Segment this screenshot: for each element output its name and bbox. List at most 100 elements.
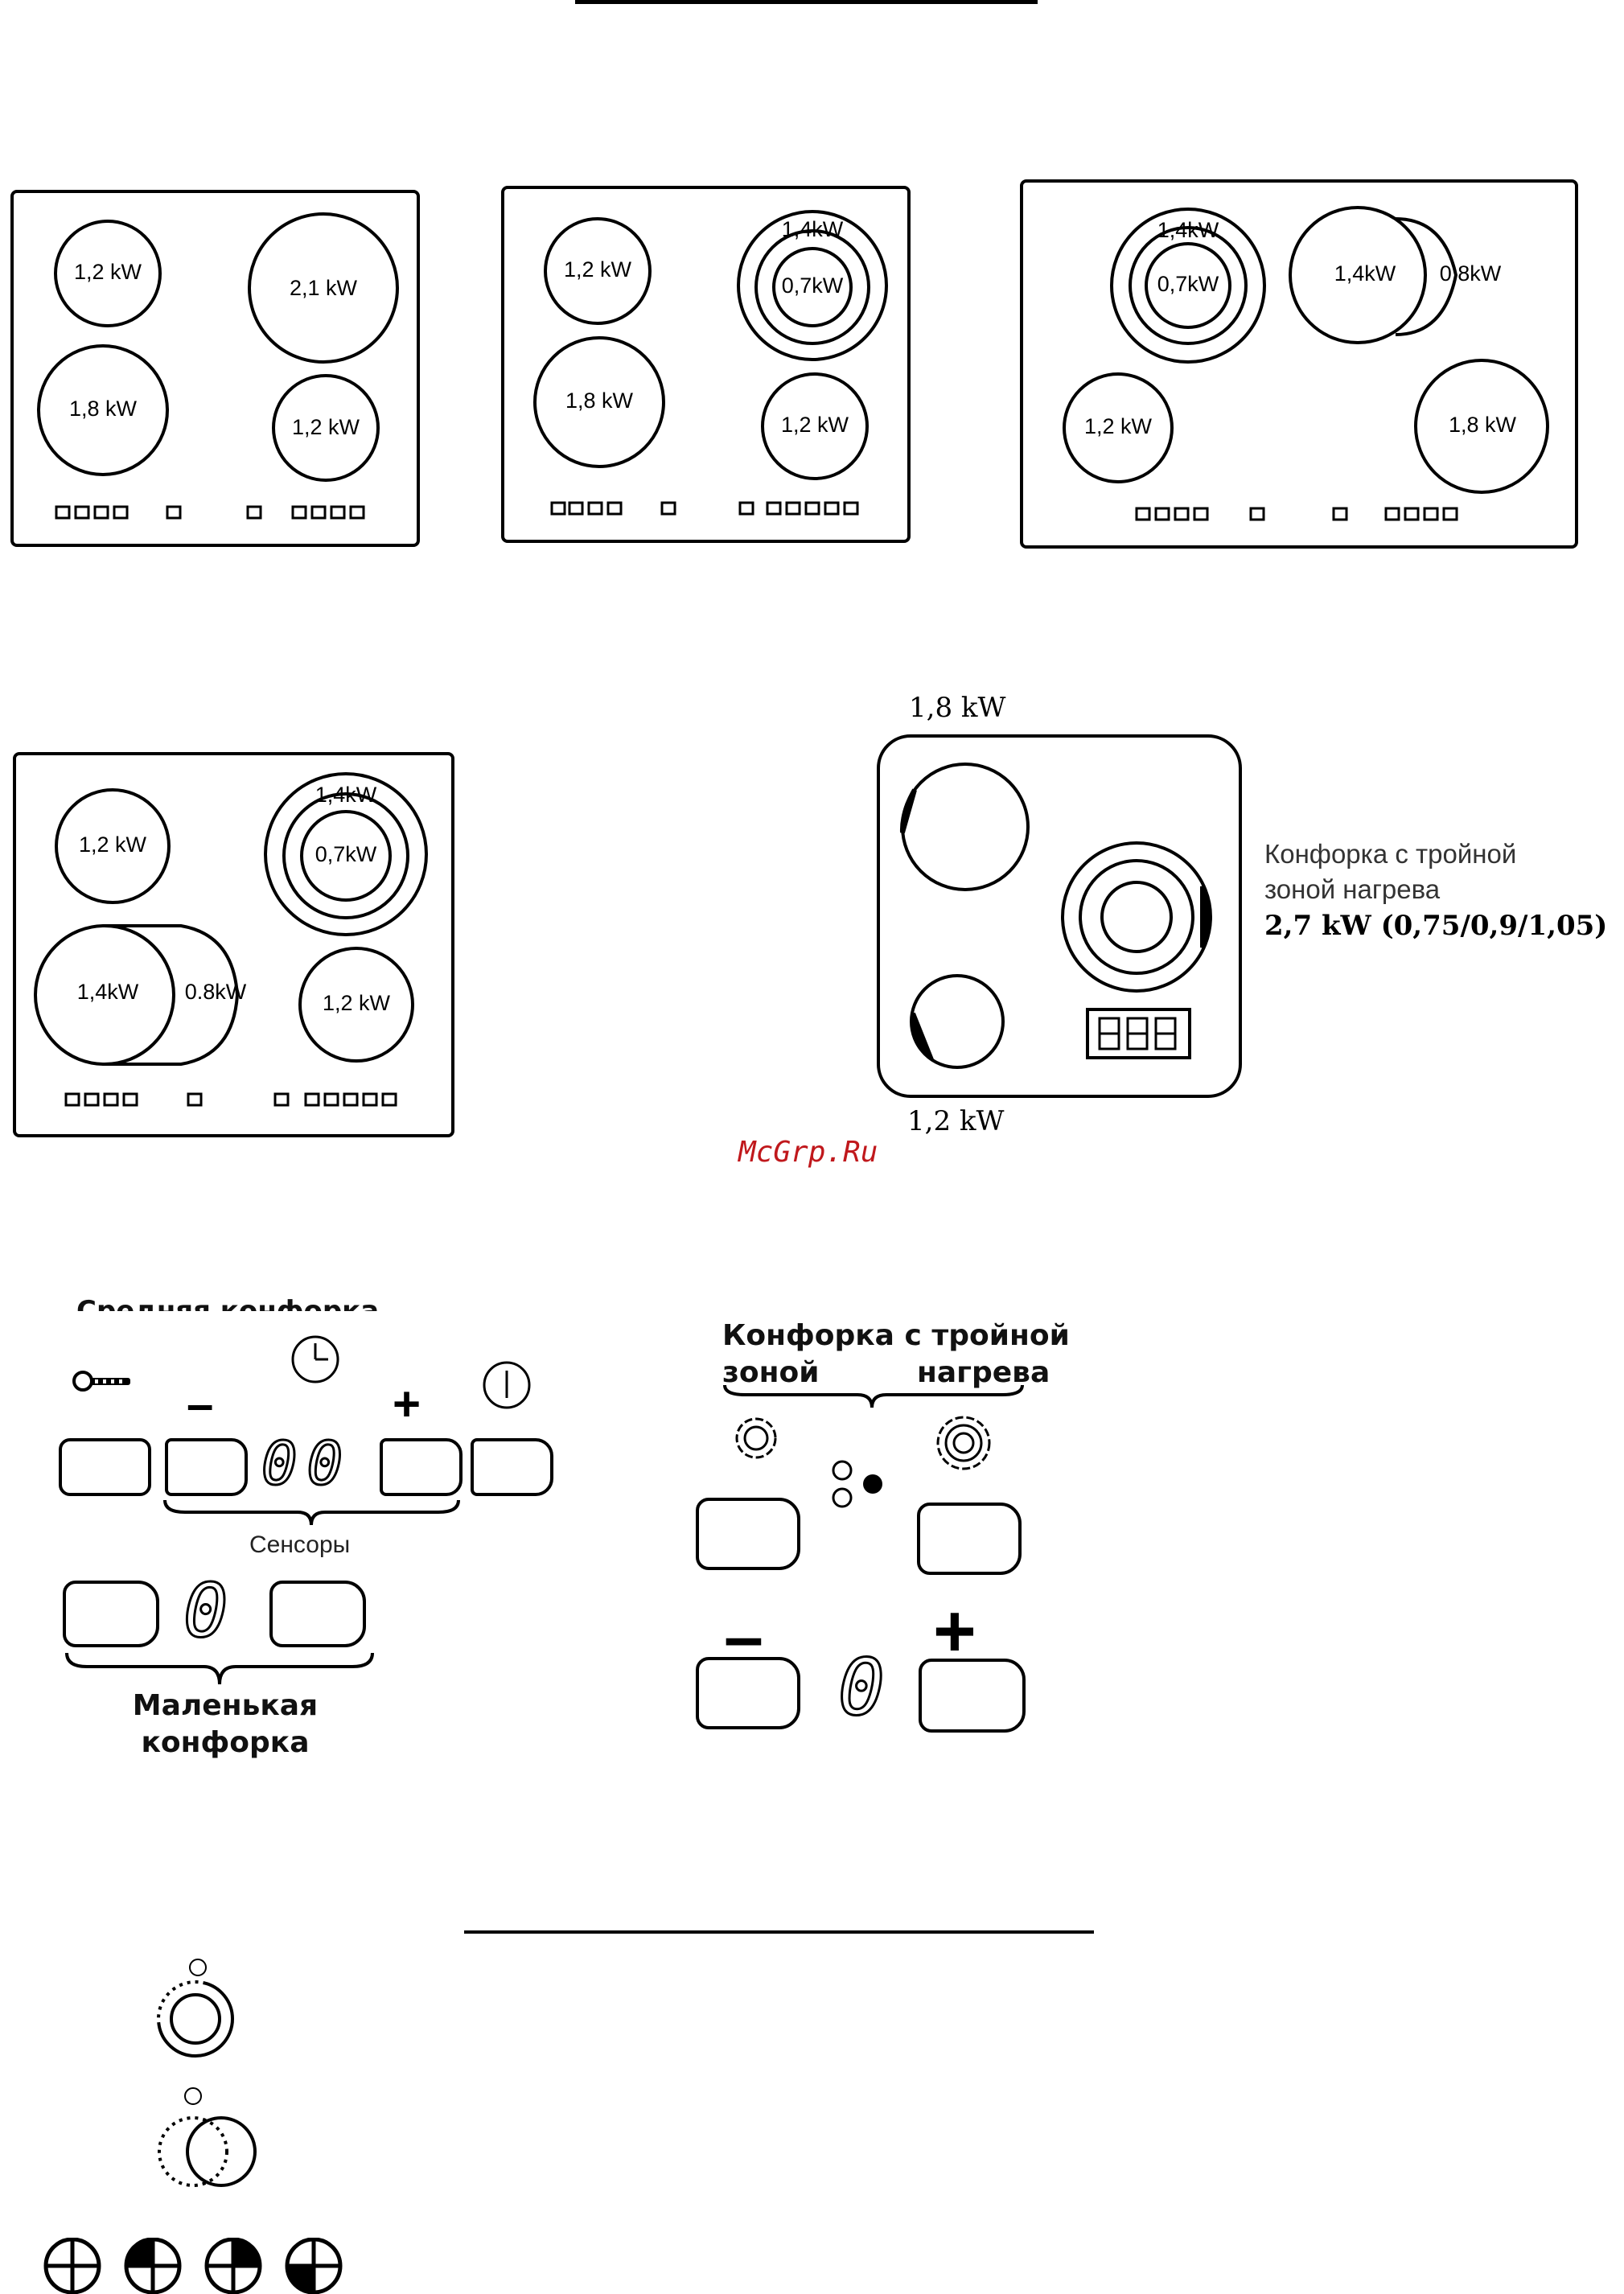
zone-circle [1063, 372, 1174, 483]
plus-button[interactable] [380, 1438, 463, 1496]
small-zone-brace [65, 1652, 374, 1685]
panel-left-minus: – [187, 1377, 214, 1431]
zone-circle [901, 763, 1030, 891]
single-zone-symbol [157, 1959, 234, 2058]
zone-circle [1145, 242, 1231, 329]
hob-diagram-3: 1,4kW 0,7kW 1,4kW 0.8kW 1,2 kW 1,8 kW [1020, 179, 1578, 549]
control-squares [64, 1092, 397, 1107]
zone-circle [1079, 859, 1194, 975]
zone-circle [1129, 226, 1248, 345]
triple-hob-description: Конфорка с тройной зоной нагрева 2,7 kW … [1264, 837, 1607, 944]
zone-circle [544, 217, 652, 325]
zone-select-left-button[interactable] [696, 1498, 800, 1570]
zone-segment [911, 1012, 935, 1061]
control-squares [550, 501, 859, 516]
hob-diagram-2: 1,2 kW 1,4kW 0,7kW 1,8 kW 1,2 kW [501, 186, 911, 543]
timer-clock-icon [291, 1335, 339, 1383]
single-zone-icon [735, 1417, 777, 1459]
triple-hob-top-power: 1,8 kW [909, 692, 1006, 724]
zone-circle [533, 336, 665, 468]
zone-circle [1414, 359, 1549, 494]
zone-label: 1,2 kW [323, 991, 391, 1015]
small-zone-display: 0 [182, 1568, 228, 1654]
quadrant-symbol-2 [124, 2238, 182, 2294]
zone-circle [272, 374, 380, 482]
zone-indicator-icon [832, 1460, 882, 1508]
small-zone-label-line2: конфорка [141, 1726, 310, 1759]
zone-circle [737, 210, 888, 361]
minus-button[interactable] [165, 1438, 248, 1496]
zone-label: 1,4kW [1334, 261, 1396, 286]
sensors-label: Сенсоры [249, 1531, 351, 1558]
panel-left-title: Средняя конфорка [76, 1295, 380, 1311]
zone-circle [754, 229, 870, 345]
key-lock-button[interactable] [59, 1438, 151, 1496]
zone-circle [1110, 208, 1266, 364]
zone-circle [910, 974, 1005, 1069]
zone-circle [264, 772, 428, 936]
triple-zone-display: 0 [837, 1642, 886, 1733]
zone-label: 0,7kW [1157, 272, 1219, 296]
zone-circle [298, 947, 414, 1063]
section-rule [464, 1930, 1094, 1934]
quadrant-symbol-1 [43, 2238, 101, 2294]
triple-zone-plus-button[interactable] [919, 1659, 1026, 1733]
triple-zone-icon [936, 1416, 991, 1470]
zone-extension [105, 924, 240, 1066]
control-squares [1135, 507, 1458, 521]
zone-circle [1061, 841, 1212, 993]
small-zone-plus-button[interactable] [269, 1581, 366, 1647]
watermark: McGrp.Ru [738, 1136, 878, 1169]
zone-label: 1,2 kW [74, 260, 142, 284]
zone-circle [248, 212, 399, 364]
triple-hob-desc-line2: зоной нагрева [1264, 874, 1441, 904]
zone-label: 1,2 kW [1084, 414, 1153, 438]
timer-display: 00 [260, 1429, 353, 1498]
zone-circle [37, 344, 169, 476]
zone-circle [1100, 881, 1173, 953]
hob-diagram-triple [877, 734, 1242, 1098]
zone-extension [1395, 217, 1458, 336]
quadrant-symbol-4 [285, 2238, 343, 2294]
key-lock-icon [72, 1371, 130, 1392]
zone-label: 1,2 kW [79, 832, 147, 857]
quadrant-symbol-3 [204, 2238, 262, 2294]
panel-right-title-line2-right: нагрева [917, 1356, 1050, 1389]
zone-label: 1,4kW [315, 783, 377, 807]
zone-label: 1,2 kW [781, 413, 849, 437]
panel-right-title-line1: Конфорка с тройной [722, 1319, 1070, 1352]
panel-left-plus: + [393, 1377, 421, 1431]
panel-right-brace [723, 1384, 1024, 1408]
zone-segment [1200, 885, 1211, 949]
triple-hob-desc-line1: Конфорка с тройной [1264, 839, 1517, 869]
zone-circle [1289, 206, 1427, 344]
zone-circle [761, 372, 869, 480]
triple-zone-minus-button[interactable] [696, 1657, 800, 1729]
zone-label: 1,2 kW [564, 257, 632, 282]
zone-segment [899, 788, 917, 833]
panel-right-minus: – [724, 1597, 763, 1676]
zone-circle [55, 788, 171, 904]
zone-circle [54, 220, 162, 327]
zone-label: 1,8 kW [565, 388, 634, 413]
zone-circle [772, 247, 853, 327]
control-squares [55, 505, 365, 520]
zone-circle [282, 792, 409, 919]
panel-right-title-line2-left: зоной [722, 1356, 820, 1389]
zone-select-right-button[interactable] [917, 1503, 1022, 1575]
zone-label: 1,4kW [782, 217, 844, 241]
quadrant-symbols [43, 2238, 343, 2294]
zone-label: 0.8kW [185, 980, 247, 1004]
zone-label: 0.8kW [1440, 261, 1502, 286]
power-button[interactable] [471, 1438, 553, 1496]
zone-label: 1,4kW [1157, 218, 1219, 242]
zone-label: 2,1 kW [290, 276, 358, 300]
triple-hob-desc-power: 2,7 kW (0,75/0,9/1,05) [1264, 910, 1608, 942]
hob-diagram-4: 1,2 kW 1,4kW 0,7kW 1,4kW 0.8kW 1,2 kW [13, 752, 454, 1137]
sensors-brace [163, 1499, 460, 1526]
power-icon [483, 1361, 531, 1409]
small-zone-minus-button[interactable] [63, 1581, 159, 1647]
zone-label: 0,7kW [782, 273, 844, 298]
top-rule [575, 0, 1038, 4]
zone-label: 1,4kW [77, 980, 139, 1004]
